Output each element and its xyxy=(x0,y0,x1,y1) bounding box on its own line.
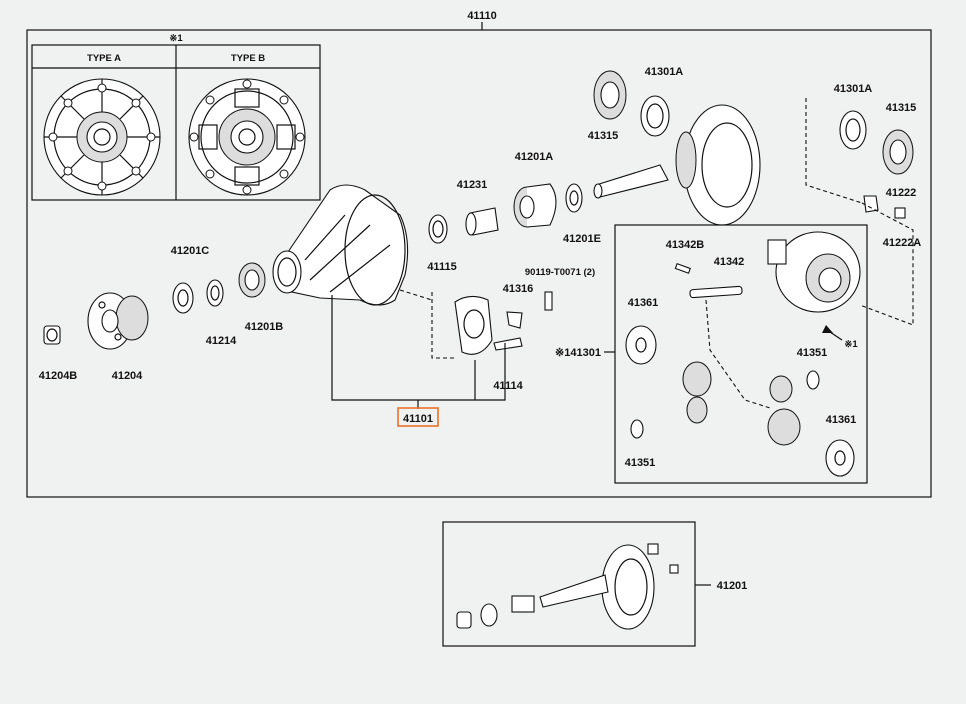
type-a-label: TYPE A xyxy=(87,53,121,64)
dash-diff xyxy=(705,299,771,409)
washer-41214-drawing xyxy=(206,279,224,307)
main-frame xyxy=(26,29,932,498)
type-a-case-drawing xyxy=(43,78,161,196)
flange-41204-drawing xyxy=(87,292,149,350)
label-41301[interactable]: ※141301 xyxy=(555,347,601,359)
race-41301a-right-drawing xyxy=(839,110,867,150)
bolt-41222a-drawing xyxy=(894,207,906,219)
dash-right xyxy=(805,98,914,326)
race-41301a-top-drawing xyxy=(640,95,670,137)
label-41316[interactable]: 41316 xyxy=(503,283,534,295)
bearing-41315-right-drawing xyxy=(882,129,914,175)
bolt-41114-drawing xyxy=(493,337,523,351)
assembly-box xyxy=(442,521,696,647)
label-41315-top[interactable]: 41315 xyxy=(588,130,619,142)
label-41204b[interactable]: 41204B xyxy=(39,370,78,382)
label-41301a-right[interactable]: 41301A xyxy=(834,83,873,95)
seal-41201c-drawing xyxy=(172,282,194,314)
diff-case-drawing xyxy=(767,231,861,313)
label-41110: 41110 xyxy=(467,10,496,22)
label-41301a-top[interactable]: 41301A xyxy=(645,66,684,78)
type-b-label: TYPE B xyxy=(231,53,265,64)
note-mark: ※1 xyxy=(844,339,858,350)
washer-41361-left-drawing xyxy=(625,325,657,365)
label-41361-right[interactable]: 41361 xyxy=(826,414,857,426)
label-41214[interactable]: 41214 xyxy=(206,335,237,347)
pin-41342b-drawing xyxy=(674,263,691,274)
label-90119[interactable]: 90119-T0071 (2) xyxy=(525,267,595,278)
label-41361-left[interactable]: 41361 xyxy=(628,297,659,309)
label-41201[interactable]: 41201 xyxy=(717,580,748,592)
bearing-cap-drawing xyxy=(454,295,493,355)
assembly-41201-drawing xyxy=(456,543,679,630)
bolt-90119-drawing xyxy=(544,291,553,311)
label-41315-right[interactable]: 41315 xyxy=(886,102,917,114)
label-41222a[interactable]: 41222A xyxy=(883,237,922,249)
label-41114[interactable]: 41114 xyxy=(493,380,523,392)
diff-case-box xyxy=(614,224,868,484)
label-41201a[interactable]: 41201A xyxy=(515,151,554,163)
carrier-housing-drawing xyxy=(272,184,409,306)
washer-41361-right-drawing xyxy=(825,439,855,477)
bearing-41201a-drawing xyxy=(513,183,557,228)
label-41342[interactable]: 41342 xyxy=(714,256,745,268)
bearing-41201b-drawing xyxy=(238,262,266,298)
plate-41316-drawing xyxy=(506,311,523,329)
label-41201e[interactable]: 41201E xyxy=(563,233,601,245)
highlight-41101[interactable] xyxy=(397,407,439,427)
spacer-41231-drawing xyxy=(465,207,499,236)
side-gear-drawing xyxy=(682,361,801,446)
label-41204[interactable]: 41204 xyxy=(112,370,143,382)
bearing-41315-top-drawing xyxy=(593,70,627,120)
type-note: ※1 xyxy=(169,33,183,44)
label-41222[interactable]: 41222 xyxy=(886,187,917,199)
seal-41115-drawing xyxy=(428,214,448,244)
label-41351-left[interactable]: 41351 xyxy=(625,457,656,469)
label-41351-right[interactable]: 41351 xyxy=(797,347,828,359)
nut-41204b-drawing xyxy=(43,325,61,345)
label-41201c[interactable]: 41201C xyxy=(171,245,210,257)
washer-41201e-drawing xyxy=(565,183,583,213)
washer-41351-drawing xyxy=(630,370,820,439)
label-41101[interactable]: 41101 xyxy=(403,413,433,425)
type-b-case-drawing xyxy=(188,78,306,196)
ring-gear-pinion-drawing xyxy=(593,104,761,226)
shaft-41342-drawing xyxy=(689,285,743,299)
label-41201b[interactable]: 41201B xyxy=(245,321,284,333)
label-41231[interactable]: 41231 xyxy=(457,179,488,191)
label-41115[interactable]: 41115 xyxy=(427,261,456,273)
dash-cap xyxy=(399,289,455,359)
lock-41222-drawing xyxy=(863,195,879,213)
label-41342b[interactable]: 41342B xyxy=(666,239,705,251)
part-labels: 41204B 41204 41201C 41214 41201B 41115 4… xyxy=(39,66,922,592)
